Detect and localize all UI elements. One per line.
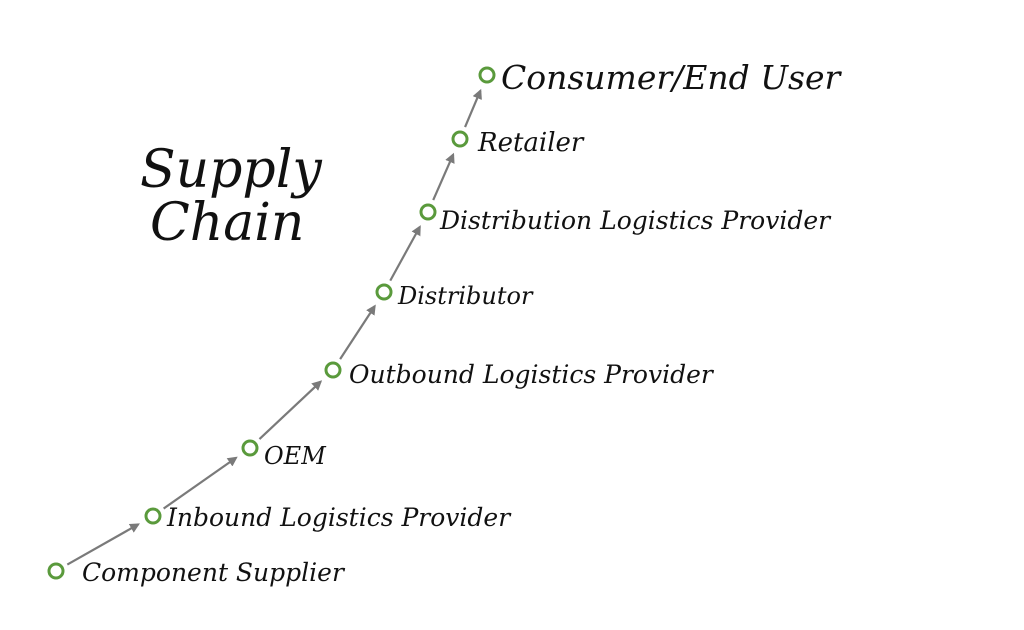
- flow-arrow: [258, 380, 323, 440]
- flow-arrow: [464, 88, 482, 128]
- step-label-distribution-logistics-provider: Distribution Logistics Provider: [439, 206, 832, 235]
- flow-arrows: [66, 88, 482, 566]
- step-label-inbound-logistics-provider: Inbound Logistics Provider: [166, 503, 512, 532]
- node-outbound-logistics-provider: [324, 361, 342, 379]
- flow-arrow: [339, 304, 376, 360]
- flow-arrow: [432, 152, 455, 201]
- node-distribution-logistics-provider: [419, 203, 437, 221]
- step-label-distributor: Distributor: [397, 282, 534, 310]
- node-component-supplier: [47, 562, 65, 580]
- node-retailer: [451, 130, 469, 148]
- step-label-oem: OEM: [264, 442, 327, 470]
- node-consumer-end-user: [478, 66, 496, 84]
- step-label-outbound-logistics-provider: Outbound Logistics Provider: [349, 360, 715, 389]
- flow-arrow: [389, 225, 421, 282]
- title-line-1: Supply: [140, 140, 322, 200]
- flow-nodes: [47, 66, 496, 580]
- title-line-2: Chain: [150, 193, 304, 253]
- step-label-retailer: Retailer: [477, 128, 585, 158]
- flow-arrow: [66, 523, 140, 566]
- step-labels: Component Supplier Inbound Logistics Prov…: [82, 58, 843, 587]
- node-distributor: [375, 283, 393, 301]
- step-label-consumer-end-user: Consumer/End User: [501, 58, 843, 97]
- node-oem: [241, 439, 259, 457]
- flow-arrow: [163, 456, 238, 510]
- diagram-title: Supply Chain: [140, 140, 322, 253]
- node-inbound-logistics-provider: [144, 507, 162, 525]
- step-label-component-supplier: Component Supplier: [82, 558, 346, 587]
